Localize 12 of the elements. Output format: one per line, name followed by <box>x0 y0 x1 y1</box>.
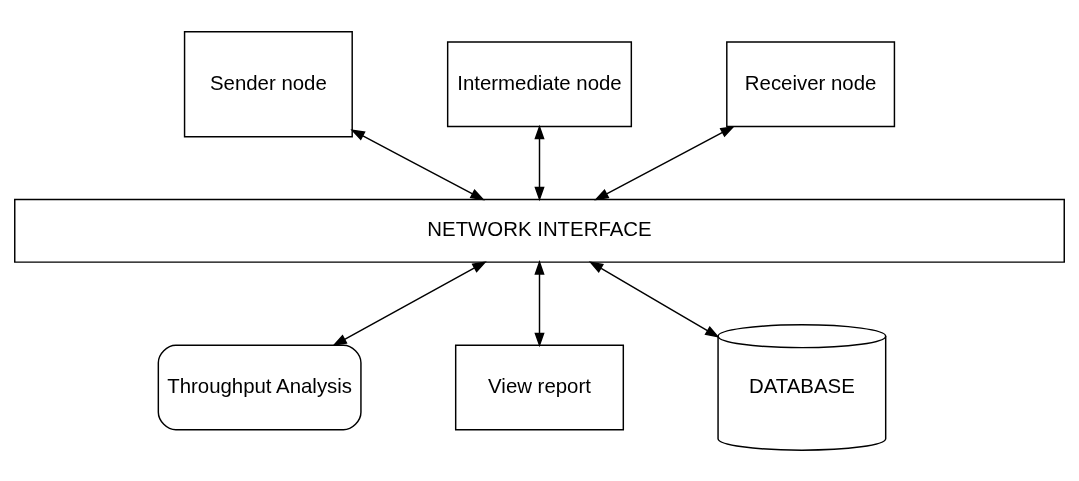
node-box: View report <box>454 344 625 430</box>
node-box: Intermediate node <box>446 40 633 127</box>
arrow <box>534 124 545 201</box>
node-box: NETWORK INTERFACE <box>14 198 1065 263</box>
arrow <box>594 125 735 200</box>
arrow <box>350 128 485 200</box>
arrow <box>588 260 720 338</box>
node-box: Throughput Analysis <box>157 344 362 430</box>
arrow <box>534 259 545 347</box>
arrow <box>332 260 487 346</box>
node-box: Sender node <box>183 30 353 137</box>
node-box: Receiver node <box>726 40 896 127</box>
